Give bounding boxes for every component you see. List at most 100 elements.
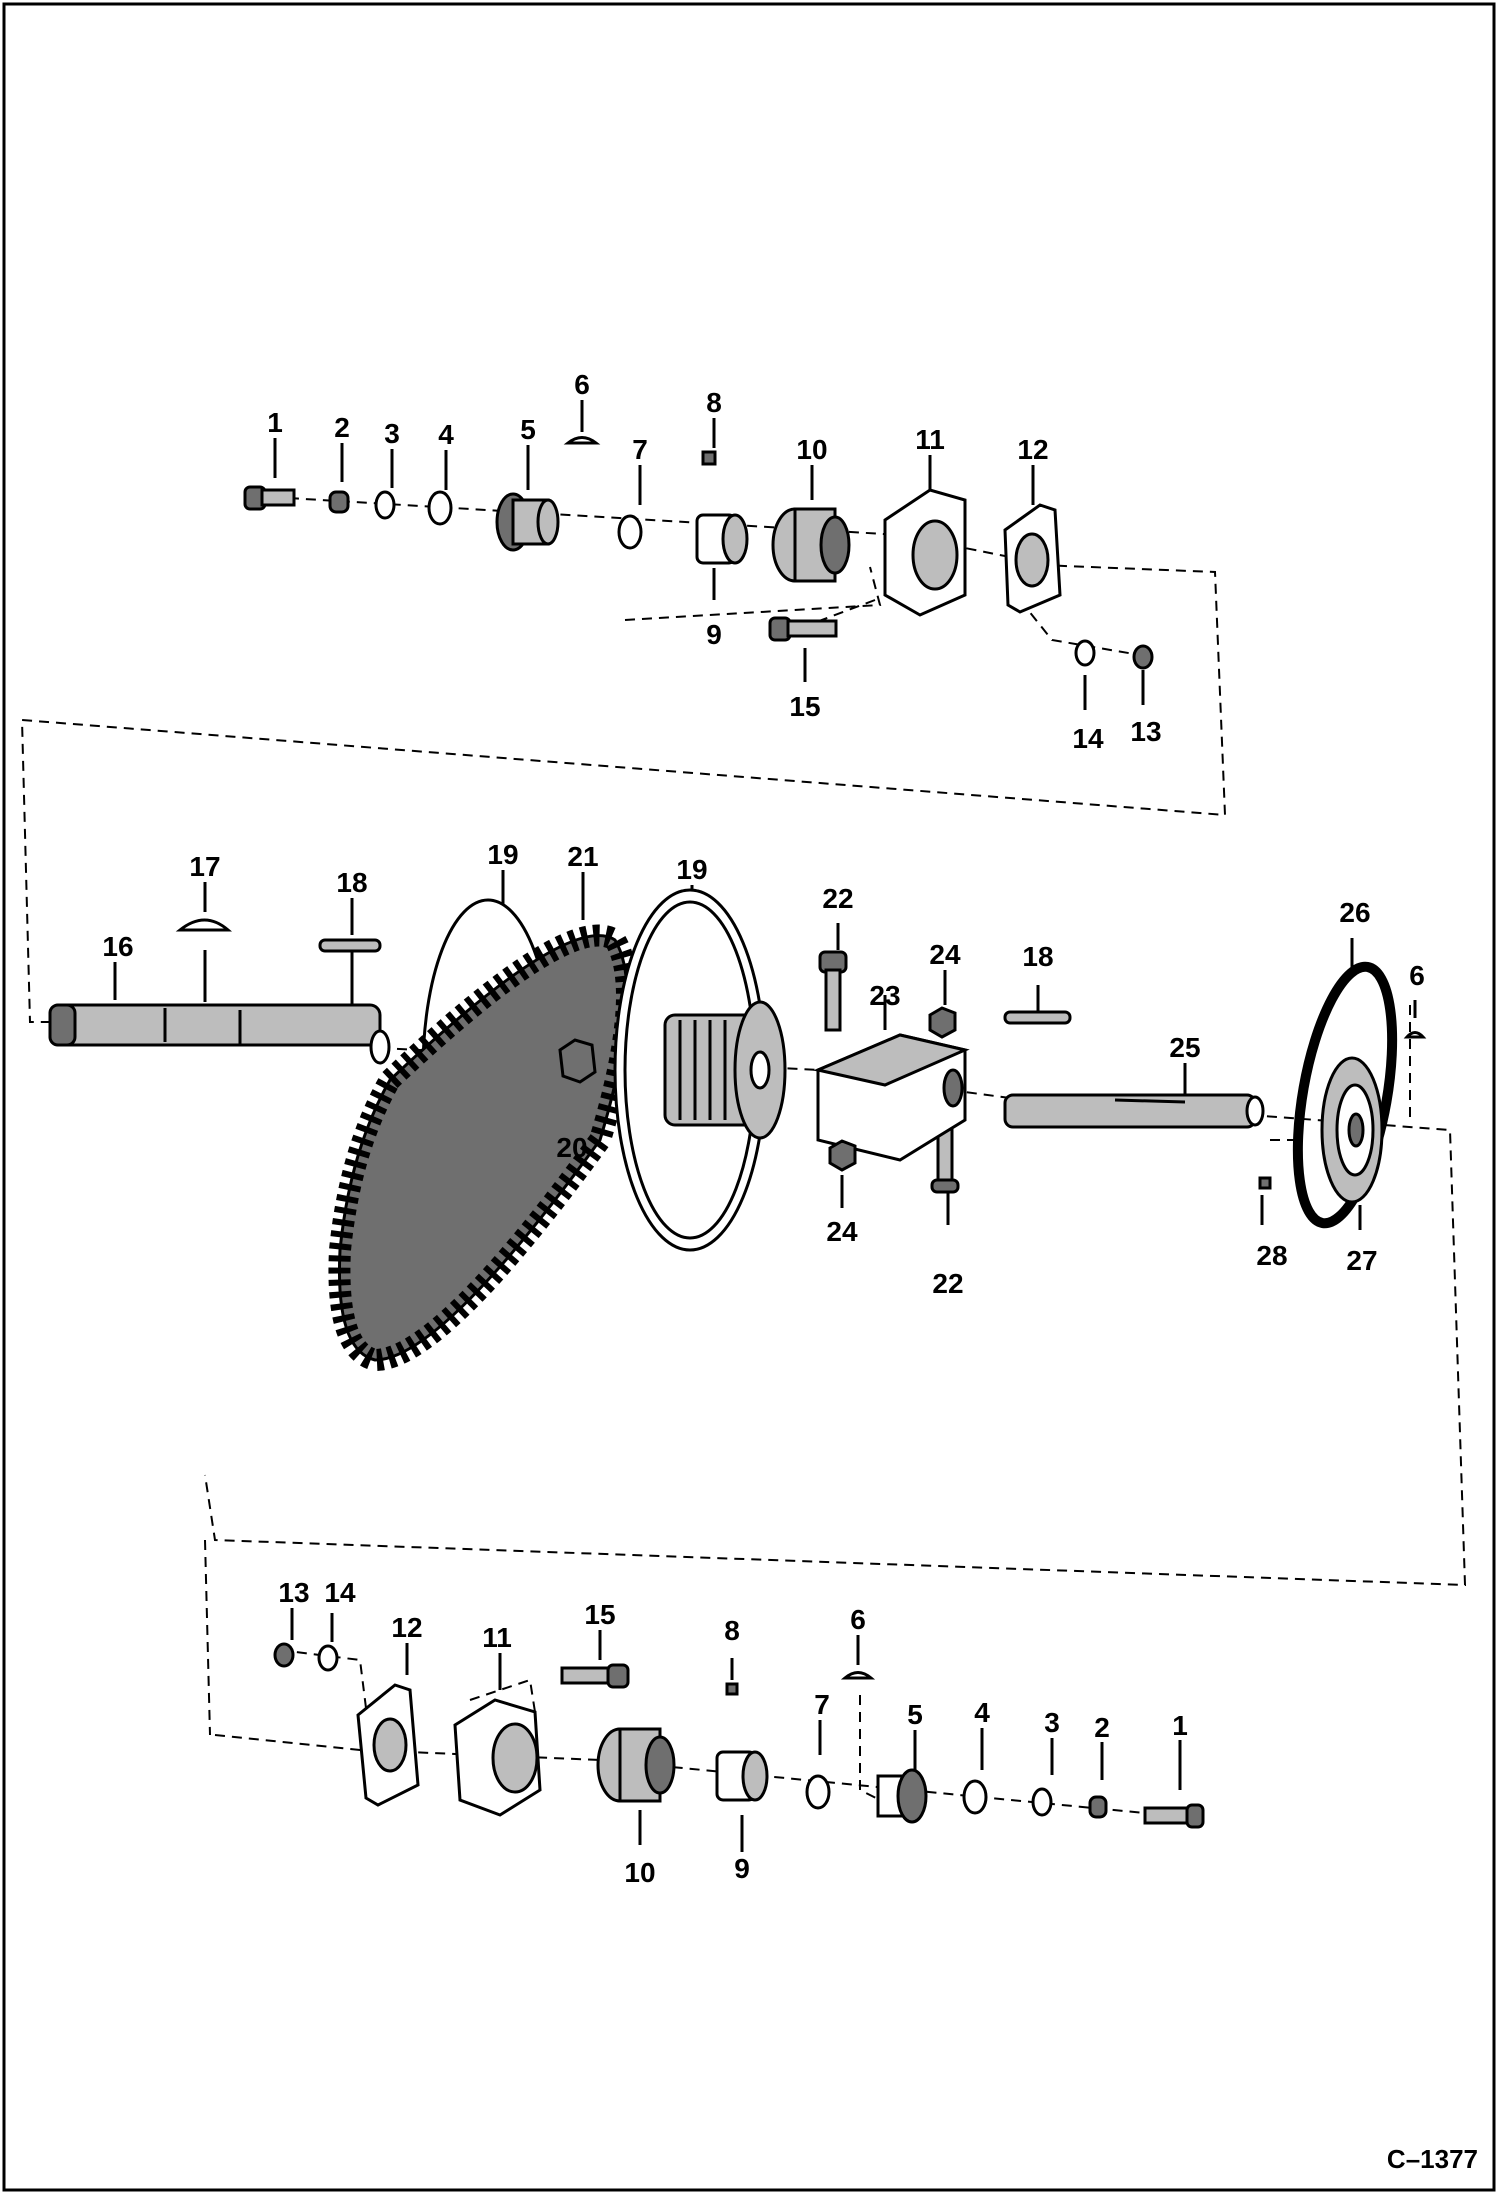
callout-6-top: 6 xyxy=(574,369,590,400)
callout-23: 23 xyxy=(869,980,900,1011)
callout-22-top: 22 xyxy=(822,883,853,914)
part-vbelt-26 xyxy=(1292,961,1398,1229)
callout-8-top: 8 xyxy=(706,387,722,418)
callout-3-bottom: 3 xyxy=(1044,1707,1060,1738)
callout-6-bottom: 6 xyxy=(850,1604,866,1635)
part-ring-7-top xyxy=(617,514,643,550)
callout-7-top: 7 xyxy=(632,434,648,465)
part-setscrew-8-top xyxy=(701,450,717,466)
callout-13-top: 13 xyxy=(1130,716,1161,747)
callout-5-top: 5 xyxy=(520,414,536,445)
part-nut-13-bottom xyxy=(273,1642,295,1668)
part-flange-12-top xyxy=(1003,503,1062,614)
callout-20: 20 xyxy=(556,1132,587,1163)
part-bolt-1-top xyxy=(243,485,296,511)
part-pulley-27 xyxy=(1320,1056,1384,1204)
part-shaft-25 xyxy=(1003,1093,1265,1129)
callout-6-mid: 6 xyxy=(1409,960,1425,991)
callout-15-top: 15 xyxy=(789,691,820,722)
callout-19-right: 19 xyxy=(676,854,707,885)
part-bolt-1-bottom xyxy=(1143,1803,1205,1829)
part-ring-7-bottom xyxy=(805,1774,831,1810)
middle-assembly: 16 17 18 19 21 19 20 22 23 24 24 22 18 2… xyxy=(48,839,1467,1587)
callout-24-top: 24 xyxy=(929,939,961,970)
part-ring-4-bottom xyxy=(962,1779,988,1815)
part-collar-9-top xyxy=(695,513,749,565)
callout-9-bottom: 9 xyxy=(734,1853,750,1884)
callout-11-bottom: 11 xyxy=(482,1622,512,1653)
callout-26: 26 xyxy=(1339,897,1370,928)
part-washer-14-bottom xyxy=(317,1644,339,1672)
callout-25: 25 xyxy=(1169,1032,1200,1063)
callout-27: 27 xyxy=(1346,1245,1377,1276)
part-bolt-22-top xyxy=(818,950,848,1032)
part-ring-4-top xyxy=(427,490,453,526)
callout-4-bottom: 4 xyxy=(974,1697,990,1728)
callout-9-top: 9 xyxy=(706,619,722,650)
part-nut-24-bottom xyxy=(828,1139,857,1172)
callout-12-top: 12 xyxy=(1017,434,1048,465)
part-lockwasher-2-top xyxy=(328,490,350,514)
part-setscrew-8-bottom xyxy=(725,1682,739,1696)
part-pin-18-left xyxy=(318,938,382,953)
part-sheave-19-right xyxy=(613,888,787,1252)
part-washer-14-top xyxy=(1074,639,1096,667)
callout-22-bottom: 22 xyxy=(932,1268,963,1299)
callout-14-top: 14 xyxy=(1072,723,1104,754)
callout-13-bottom: 13 xyxy=(278,1577,309,1608)
callout-24-bottom: 24 xyxy=(826,1216,858,1247)
callout-16: 16 xyxy=(102,931,133,962)
part-lockwasher-2-bottom xyxy=(1088,1795,1108,1819)
callout-4-top: 4 xyxy=(438,419,454,450)
part-nut-20 xyxy=(558,1038,597,1084)
callout-14-bottom: 14 xyxy=(324,1577,356,1608)
part-sprocket-5-bottom xyxy=(876,1768,928,1824)
part-key-6-mid xyxy=(1403,1031,1427,1039)
figure-id: C–1377 xyxy=(1387,2144,1478,2174)
callout-18-left: 18 xyxy=(336,867,367,898)
callout-10-top: 10 xyxy=(796,434,827,465)
part-nut-13-top xyxy=(1132,644,1154,670)
part-collar-9-bottom xyxy=(715,1750,769,1802)
part-bolt-15-top xyxy=(768,616,838,642)
bottom-assembly: 13 14 12 11 15 8 6 7 5 4 3 2 1 10 9 xyxy=(204,1539,1205,1888)
callout-2-bottom: 2 xyxy=(1094,1712,1110,1743)
callout-7-bottom: 7 xyxy=(814,1689,830,1720)
top-assembly: 1 2 3 4 5 6 7 8 9 10 11 12 13 14 15 xyxy=(20,369,1227,1023)
part-belt-21 xyxy=(328,924,638,1372)
part-bearing-housing-11-bottom xyxy=(453,1698,542,1817)
part-bearing-10-bottom xyxy=(596,1727,676,1803)
part-block-23 xyxy=(813,1033,970,1162)
part-pin-18-right xyxy=(1003,1010,1072,1025)
part-washer-3-top xyxy=(374,490,396,520)
part-washer-3-bottom xyxy=(1031,1787,1053,1817)
part-bearing-10-top xyxy=(771,507,851,583)
part-key-6-bottom xyxy=(840,1671,876,1680)
callout-3-top: 3 xyxy=(384,418,400,449)
callout-2-top: 2 xyxy=(334,412,350,443)
part-shaft-16 xyxy=(48,1003,391,1065)
part-flange-12-bottom xyxy=(356,1683,420,1807)
callout-8-bottom: 8 xyxy=(724,1615,740,1646)
callout-12-bottom: 12 xyxy=(391,1612,422,1643)
part-bolt-15-bottom xyxy=(560,1663,630,1689)
part-key-6-top xyxy=(563,436,601,445)
callout-19-left: 19 xyxy=(487,839,518,870)
callout-18-right: 18 xyxy=(1022,941,1053,972)
callout-1-top: 1 xyxy=(267,407,283,438)
callout-21: 21 xyxy=(567,841,598,872)
callout-15-bottom: 15 xyxy=(584,1599,615,1630)
callout-11-top: 11 xyxy=(915,424,945,455)
callout-28: 28 xyxy=(1256,1240,1287,1271)
callout-1-bottom: 1 xyxy=(1172,1710,1188,1741)
part-bearing-housing-11-top xyxy=(883,488,967,617)
callout-17: 17 xyxy=(189,851,220,882)
part-setscrew-28 xyxy=(1258,1176,1272,1190)
part-key-17 xyxy=(175,918,233,932)
part-nut-24-top xyxy=(928,1006,957,1039)
callout-5-bottom: 5 xyxy=(907,1699,923,1730)
callout-10-bottom: 10 xyxy=(624,1857,655,1888)
part-sprocket-5-top xyxy=(495,492,560,552)
